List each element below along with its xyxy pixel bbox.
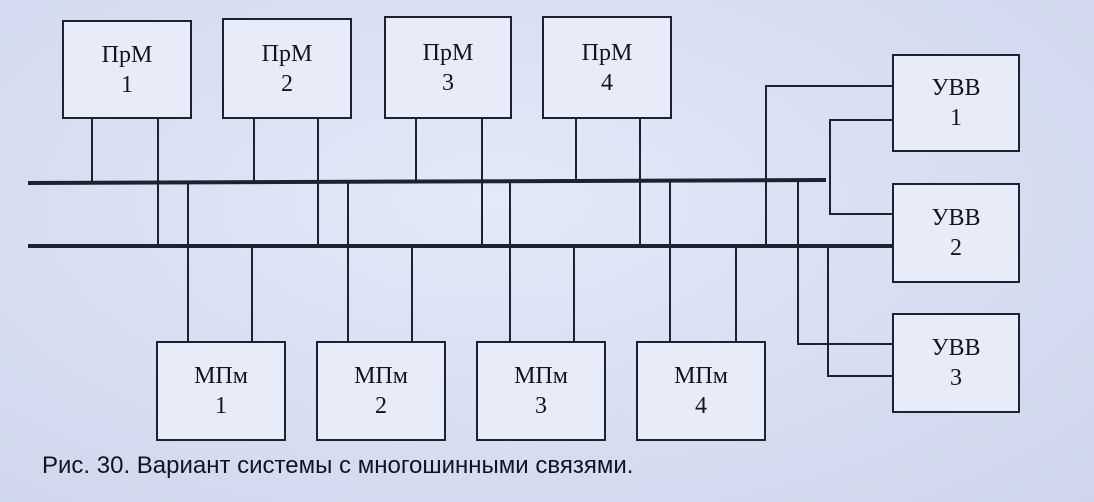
processor-name: ПрМ [261, 40, 313, 67]
memory-module-box-4: МПм 4 [636, 341, 766, 441]
processor-index: 3 [442, 69, 454, 96]
io-device-name: УВВ [931, 205, 981, 231]
processor-name: ПрМ [101, 41, 153, 68]
memory-module-box-3: МПм 3 [476, 341, 606, 441]
processor-box-1: ПрМ 1 [62, 20, 192, 119]
processor-index: 2 [281, 70, 293, 97]
memory-module-index: 1 [215, 393, 227, 419]
memory-module-box-2: МПм 2 [316, 341, 446, 441]
io-device-box-3: УВВ 3 [892, 313, 1020, 413]
memory-module-name: МПм [514, 363, 568, 389]
io-device-index: 1 [950, 105, 962, 131]
processor-box-3: ПрМ 3 [384, 16, 512, 119]
io-device-box-1: УВВ 1 [892, 54, 1020, 152]
memory-module-index: 2 [375, 393, 387, 419]
processor-box-4: ПрМ 4 [542, 16, 672, 119]
memory-module-name: МПм [674, 363, 728, 389]
processor-index: 1 [121, 71, 133, 98]
processor-name: ПрМ [422, 39, 474, 66]
bus-line-1 [27, 178, 827, 185]
memory-module-name: МПм [194, 363, 248, 389]
io-device-index: 2 [950, 235, 962, 261]
figure-caption: Рис. 30. Вариант системы с многошинными … [42, 452, 634, 479]
memory-module-box-1: МПм 1 [156, 341, 286, 441]
processor-index: 4 [601, 69, 613, 96]
memory-module-name: МПм [354, 363, 408, 389]
io-device-box-2: УВВ 2 [892, 183, 1020, 283]
io-connectors [765, 85, 892, 377]
io-device-index: 3 [950, 365, 962, 391]
io-device-name: УВВ [931, 75, 981, 101]
memory-module-index: 4 [695, 393, 707, 419]
io-device-name: УВВ [931, 335, 981, 361]
processor-connectors [91, 118, 641, 246]
processor-name: ПрМ [581, 39, 633, 66]
processor-box-2: ПрМ 2 [222, 18, 352, 119]
memory-module-index: 3 [535, 393, 547, 419]
memory-connectors [187, 181, 737, 342]
